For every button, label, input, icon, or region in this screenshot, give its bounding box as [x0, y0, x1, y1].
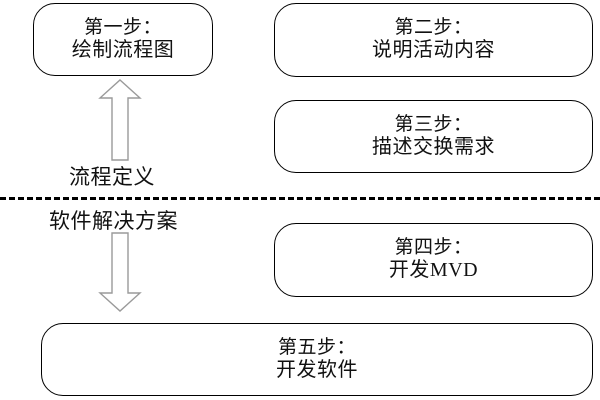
step-box-3[interactable]: 第三步： 描述交换需求	[274, 100, 593, 173]
step-box-3-title: 第三步：	[394, 113, 473, 135]
step-box-5-title: 第五步：	[277, 336, 356, 358]
step-box-4[interactable]: 第四步： 开发MVD	[274, 223, 593, 297]
step-box-1-title: 第一步：	[83, 16, 162, 38]
step-box-4-title: 第四步：	[394, 237, 473, 258]
step-box-2[interactable]: 第二步： 说明活动内容	[274, 3, 593, 77]
label-process-definition: 流程定义	[69, 165, 155, 189]
step-box-4-body: 开发MVD	[388, 259, 479, 282]
step-box-2-body: 说明活动内容	[372, 39, 495, 62]
label-software-solution: 软件解决方案	[49, 209, 178, 233]
section-divider	[0, 197, 600, 200]
step-box-3-body: 描述交换需求	[372, 135, 495, 158]
arrow-down-icon	[98, 232, 142, 312]
step-box-1[interactable]: 第一步： 绘制流程图	[33, 3, 213, 76]
arrow-up-icon	[98, 79, 142, 161]
step-box-1-body: 绘制流程图	[71, 38, 175, 61]
step-box-5-body: 开发软件	[276, 358, 358, 381]
step-box-2-title: 第二步：	[394, 17, 473, 38]
step-box-5[interactable]: 第五步： 开发软件	[41, 323, 593, 396]
